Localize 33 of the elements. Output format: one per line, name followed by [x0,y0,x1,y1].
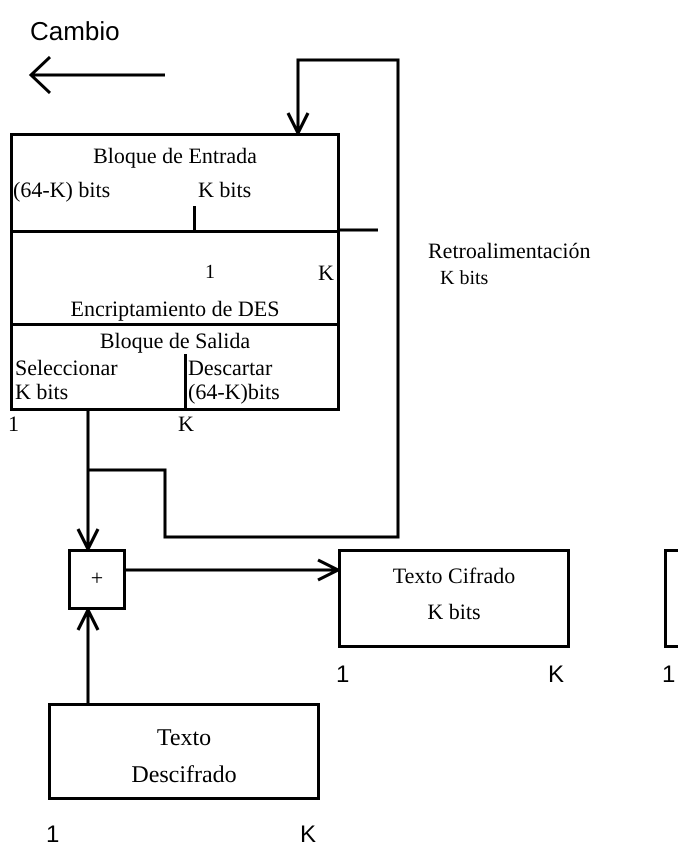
arrow [126,558,340,582]
feedback-label: K bits [440,268,488,288]
box-text: Bloque de Entrada [92,144,258,168]
box-text: (64-K) bits [13,178,110,202]
arrow [76,608,100,703]
bit-index: 1 [336,663,350,687]
box-text: Encriptamiento de DES [70,297,280,322]
bit-index: 1 [662,663,676,687]
box-text: Texto Descifrado [130,724,238,790]
box-text: Texto Cifrado [392,564,516,588]
bit-index: 1 [46,823,60,847]
direction-label: Cambio [30,18,120,44]
xor-operator [68,549,126,610]
bit-index: 1 [205,262,215,282]
bit-index: K [178,413,194,435]
encryption-block [10,230,340,326]
bit-index: K [318,262,334,284]
box-text: K bits [426,600,482,624]
box-text: Bloque de Salida [98,329,252,354]
arrow [86,58,400,538]
process-box [48,703,320,800]
box-text: Descartar (64-K)bits [187,356,281,404]
process-box [338,549,570,648]
box-text: Seleccionar K bits [14,356,119,404]
bit-index: K [548,663,564,687]
input-block [10,133,340,233]
feedback-label: Retroalimentación [428,240,590,262]
process-box [664,549,678,648]
bit-index: K [300,823,316,847]
bit-index: 1 [8,413,19,435]
output-block [10,323,340,411]
plus-sign: + [90,566,104,590]
box-text: K bits [198,178,252,202]
